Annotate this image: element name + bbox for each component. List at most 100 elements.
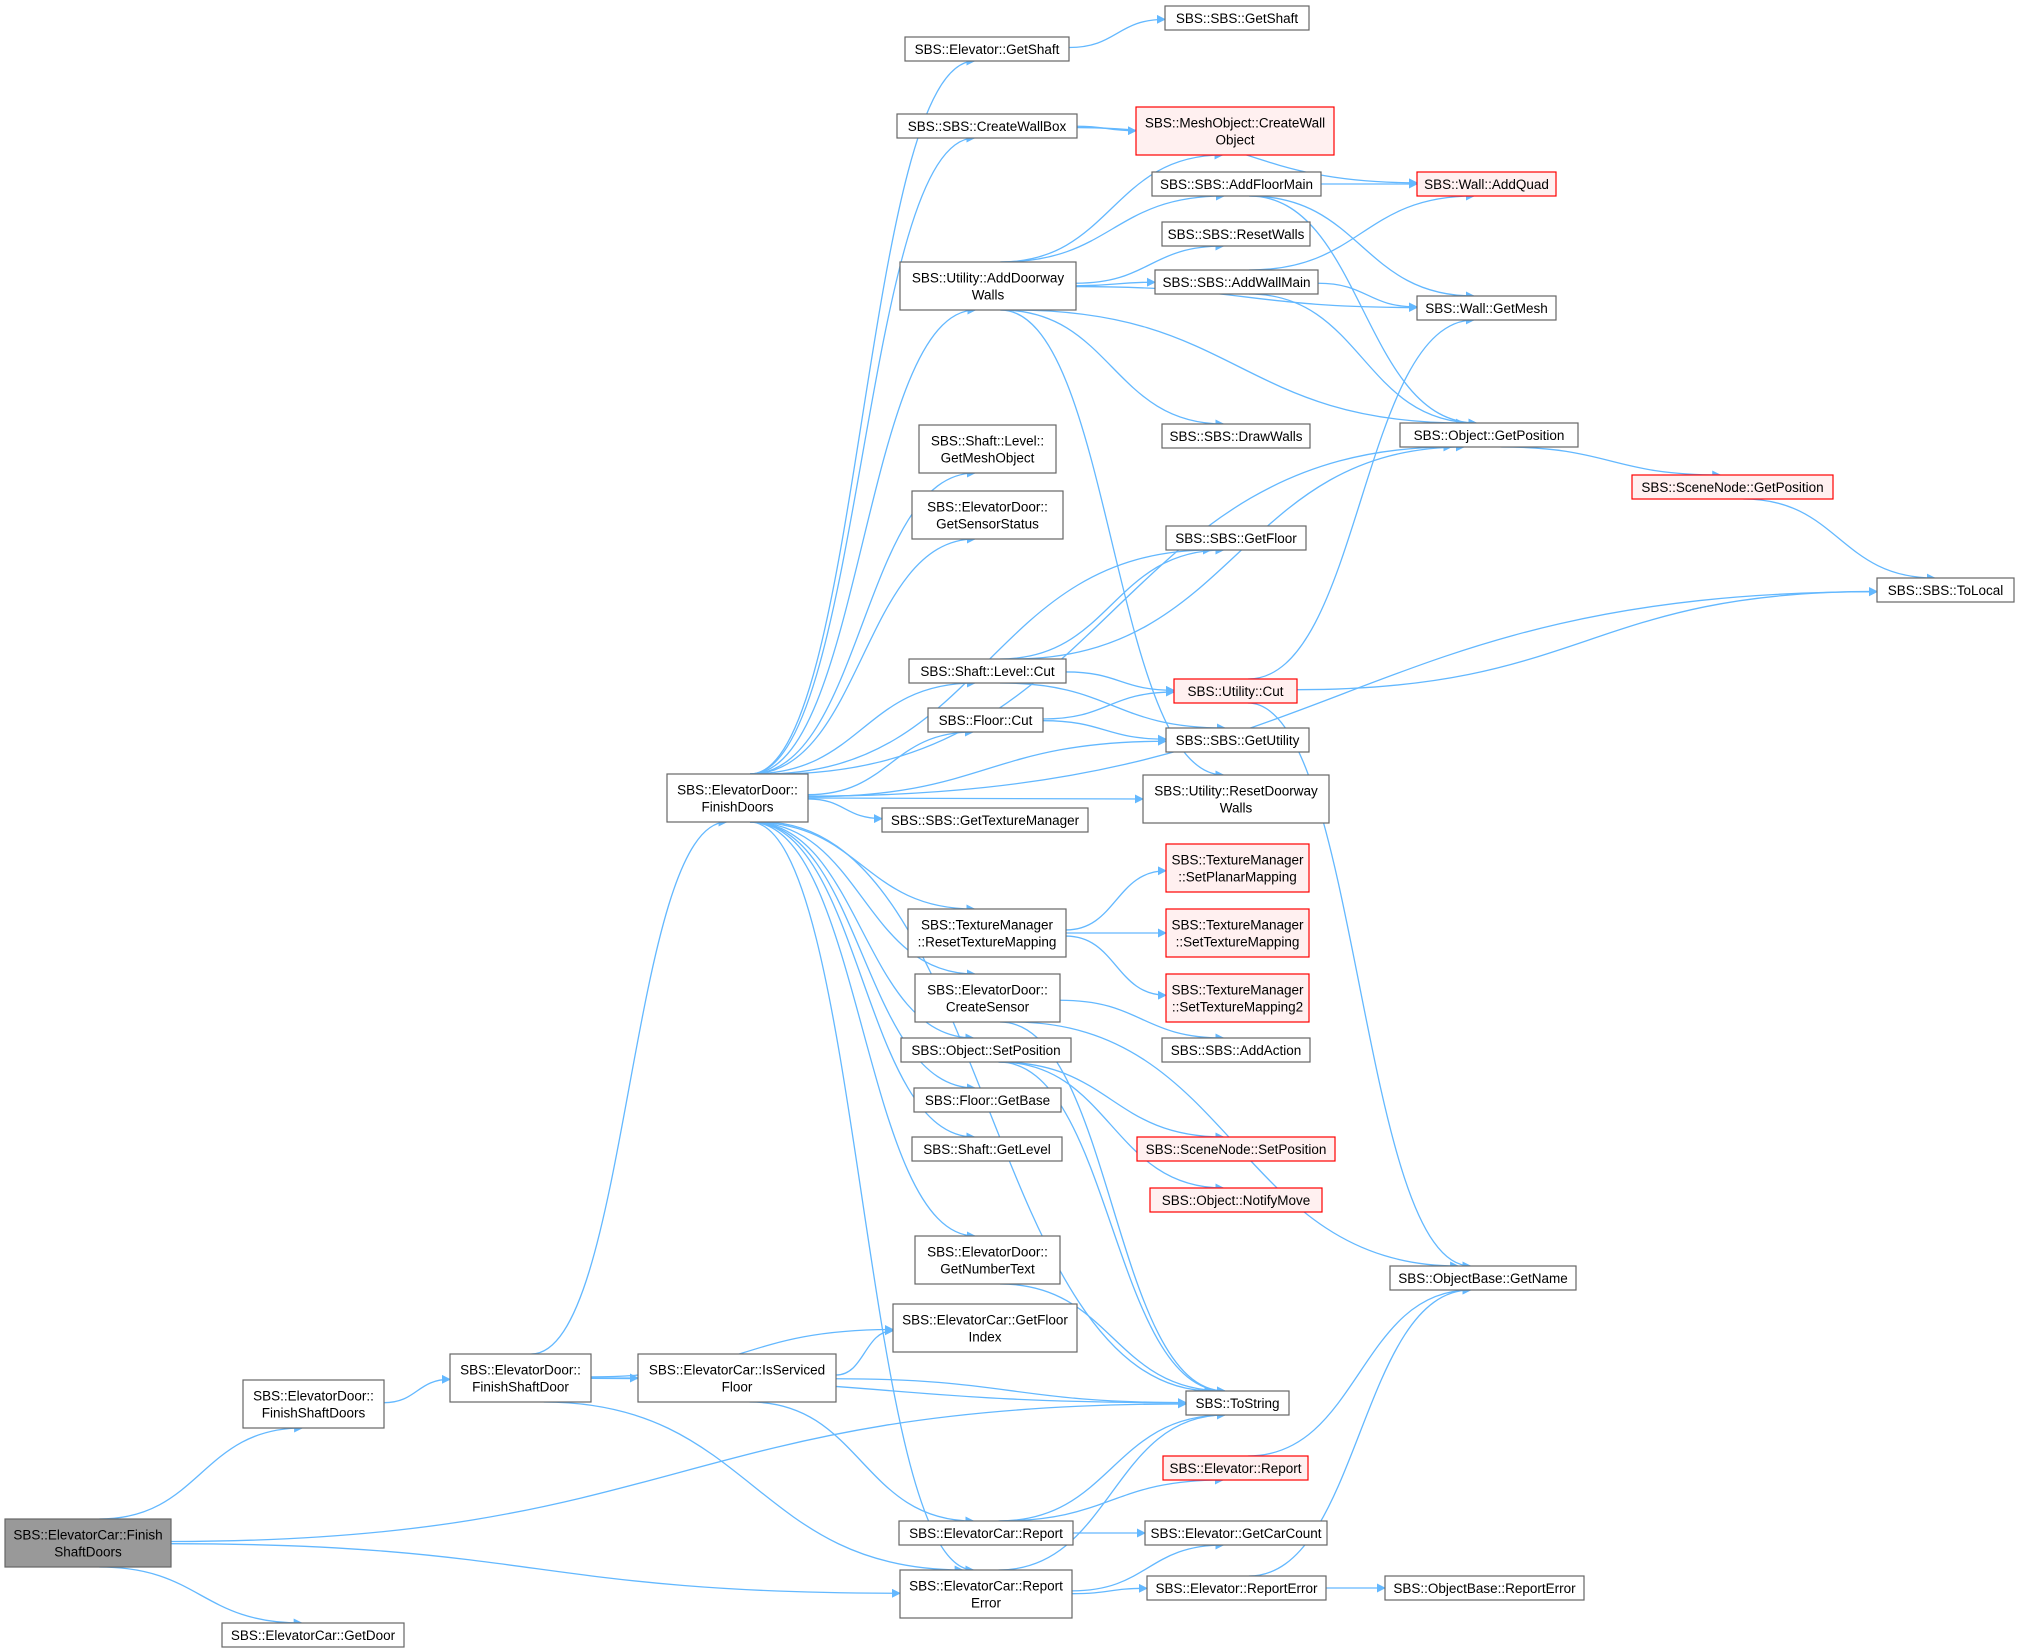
node-label: SBS::Shaft::Level::Cut bbox=[920, 664, 1055, 679]
node-box bbox=[1165, 908, 1310, 958]
node-n42[interactable]: SBS::Object::NotifyMove bbox=[1149, 1187, 1323, 1213]
node-n37[interactable]: SBS::SBS::AddAction bbox=[1161, 1037, 1311, 1063]
node-label: SBS::SBS::GetFloor bbox=[1175, 531, 1297, 546]
node-n26[interactable]: SBS::Shaft::Level::Cut bbox=[908, 658, 1067, 684]
node-label: SBS::SBS::AddAction bbox=[1171, 1043, 1302, 1058]
node-label: SBS::Elevator::Report bbox=[1169, 1461, 1301, 1476]
node-n1[interactable]: SBS::ElevatorDoor::FinishShaftDoors bbox=[242, 1379, 385, 1429]
node-label: SBS::ElevatorCar::Report bbox=[909, 1579, 1063, 1594]
edge-n8-n4 bbox=[835, 1378, 1187, 1408]
node-n24[interactable]: SBS::ElevatorDoor::GetSensorStatus bbox=[911, 490, 1064, 540]
node-n25[interactable]: SBS::SBS::GetFloor bbox=[1165, 525, 1307, 551]
node-label: SBS::Floor::GetBase bbox=[925, 1093, 1050, 1108]
edge-n1-n5 bbox=[383, 1374, 451, 1404]
node-box bbox=[1142, 774, 1330, 824]
node-n11[interactable]: SBS::SBS::CreateWallBox bbox=[896, 113, 1078, 139]
node-box bbox=[1384, 1575, 1585, 1601]
node-label: SBS::ElevatorDoor:: bbox=[927, 500, 1048, 515]
node-label: Floor bbox=[722, 1380, 753, 1395]
node-box bbox=[899, 1569, 1073, 1619]
node-n21[interactable]: SBS::SceneNode::GetPosition bbox=[1631, 474, 1834, 500]
node-n29[interactable]: SBS::SBS::GetUtility bbox=[1165, 727, 1310, 753]
edge-n45-n43 bbox=[1247, 1285, 1472, 1457]
node-n22[interactable]: SBS::SBS::ToLocal bbox=[1876, 577, 2015, 603]
node-label: SBS::ElevatorCar::GetFloor bbox=[902, 1313, 1068, 1328]
node-n2[interactable]: SBS::ElevatorCar::GetDoor bbox=[221, 1622, 405, 1648]
node-box bbox=[1146, 1575, 1327, 1601]
node-n19[interactable]: SBS::SBS::DrawWalls bbox=[1161, 423, 1311, 449]
node-label: SBS::Wall::AddQuad bbox=[1424, 177, 1549, 192]
node-n5[interactable]: SBS::ElevatorDoor::FinishShaftDoor bbox=[449, 1353, 592, 1403]
node-n34[interactable]: SBS::TextureManager::SetTextureMapping bbox=[1165, 908, 1310, 958]
node-box bbox=[896, 113, 1078, 139]
node-label: CreateSensor bbox=[946, 1000, 1030, 1015]
node-n48[interactable]: SBS::Elevator::ReportError bbox=[1146, 1575, 1327, 1601]
node-label: SBS::ElevatorCar::IsServiced bbox=[649, 1363, 825, 1378]
node-n32[interactable]: SBS::TextureManager::ResetTextureMapping bbox=[907, 908, 1067, 958]
node-n45[interactable]: SBS::Elevator::Report bbox=[1162, 1455, 1309, 1481]
edge-n6-n22 bbox=[807, 587, 1878, 797]
edge-n21-n22 bbox=[1743, 498, 1936, 583]
node-n38[interactable]: SBS::Object::SetPosition bbox=[900, 1037, 1072, 1063]
node-n41[interactable]: SBS::SceneNode::SetPosition bbox=[1136, 1136, 1336, 1162]
edge-n14-n19 bbox=[1000, 309, 1225, 429]
edge-n5-n3 bbox=[543, 1401, 964, 1575]
node-box bbox=[904, 36, 1070, 62]
node-n17[interactable]: SBS::SBS::AddWallMain bbox=[1154, 269, 1319, 295]
node-box bbox=[1161, 423, 1311, 449]
node-box bbox=[898, 1520, 1074, 1546]
node-n3[interactable]: SBS::ElevatorCar::ReportError bbox=[899, 1569, 1073, 1619]
node-n6[interactable]: SBS::ElevatorDoor::FinishDoors bbox=[666, 773, 809, 823]
node-n4[interactable]: SBS::ToString bbox=[1185, 1390, 1290, 1416]
node-n27[interactable]: SBS::Utility::Cut bbox=[1173, 678, 1298, 704]
node-n44[interactable]: SBS::ElevatorDoor::GetNumberText bbox=[914, 1235, 1061, 1285]
node-label: ::SetPlanarMapping bbox=[1178, 870, 1297, 885]
node-label: SBS::ElevatorDoor:: bbox=[460, 1363, 581, 1378]
node-box bbox=[1185, 1390, 1290, 1416]
node-n49[interactable]: SBS::ObjectBase::ReportError bbox=[1384, 1575, 1585, 1601]
node-n9[interactable]: SBS::Elevator::GetShaft bbox=[904, 36, 1070, 62]
node-box bbox=[666, 773, 809, 823]
node-n15[interactable]: SBS::SBS::AddFloorMain bbox=[1151, 171, 1322, 197]
node-n35[interactable]: SBS::TextureManager::SetTextureMapping2 bbox=[1165, 973, 1310, 1023]
node-box bbox=[1165, 525, 1307, 551]
edge-n36-n37 bbox=[1059, 999, 1225, 1043]
edge-n46-n45 bbox=[998, 1475, 1224, 1522]
edge-n14-n17 bbox=[1075, 277, 1156, 287]
node-n23[interactable]: SBS::Shaft::Level::GetMeshObject bbox=[918, 424, 1057, 474]
node-n18[interactable]: SBS::Wall::GetMesh bbox=[1416, 295, 1557, 321]
node-n40[interactable]: SBS::Shaft::GetLevel bbox=[911, 1136, 1063, 1162]
node-box bbox=[1173, 678, 1298, 704]
node-n0[interactable]: SBS::ElevatorCar::FinishShaftDoors bbox=[4, 1518, 172, 1568]
node-label: SBS::SBS::GetShaft bbox=[1176, 11, 1299, 26]
node-n39[interactable]: SBS::Floor::GetBase bbox=[913, 1087, 1062, 1113]
node-n16[interactable]: SBS::SBS::ResetWalls bbox=[1161, 221, 1311, 247]
node-box bbox=[908, 658, 1067, 684]
node-n13[interactable]: SBS::Wall::AddQuad bbox=[1416, 171, 1557, 197]
edge-n6-n31 bbox=[807, 798, 883, 824]
node-box bbox=[1165, 727, 1310, 753]
node-n28[interactable]: SBS::Floor::Cut bbox=[927, 707, 1044, 733]
edge-n17-n13 bbox=[1248, 191, 1475, 271]
node-label: SBS::SBS::ToLocal bbox=[1888, 583, 2004, 598]
node-box bbox=[900, 1037, 1072, 1063]
node-n33[interactable]: SBS::TextureManager::SetPlanarMapping bbox=[1165, 843, 1310, 893]
node-n46[interactable]: SBS::ElevatorCar::Report bbox=[898, 1520, 1074, 1546]
node-n47[interactable]: SBS::Elevator::GetCarCount bbox=[1144, 1520, 1328, 1546]
node-n31[interactable]: SBS::SBS::GetTextureManager bbox=[881, 807, 1089, 833]
node-label: SBS::ElevatorCar::Report bbox=[909, 1526, 1063, 1541]
edge-n8-n7 bbox=[835, 1326, 894, 1376]
node-n20[interactable]: SBS::Object::GetPosition bbox=[1399, 422, 1579, 448]
node-n43[interactable]: SBS::ObjectBase::GetName bbox=[1389, 1265, 1577, 1291]
edge-n6-n39 bbox=[749, 821, 976, 1093]
node-n36[interactable]: SBS::ElevatorDoor::CreateSensor bbox=[914, 973, 1061, 1023]
node-n10[interactable]: SBS::SBS::GetShaft bbox=[1164, 5, 1310, 31]
node-label: SBS::Wall::GetMesh bbox=[1425, 301, 1548, 316]
node-box bbox=[892, 1303, 1078, 1353]
node-box bbox=[1162, 1455, 1309, 1481]
